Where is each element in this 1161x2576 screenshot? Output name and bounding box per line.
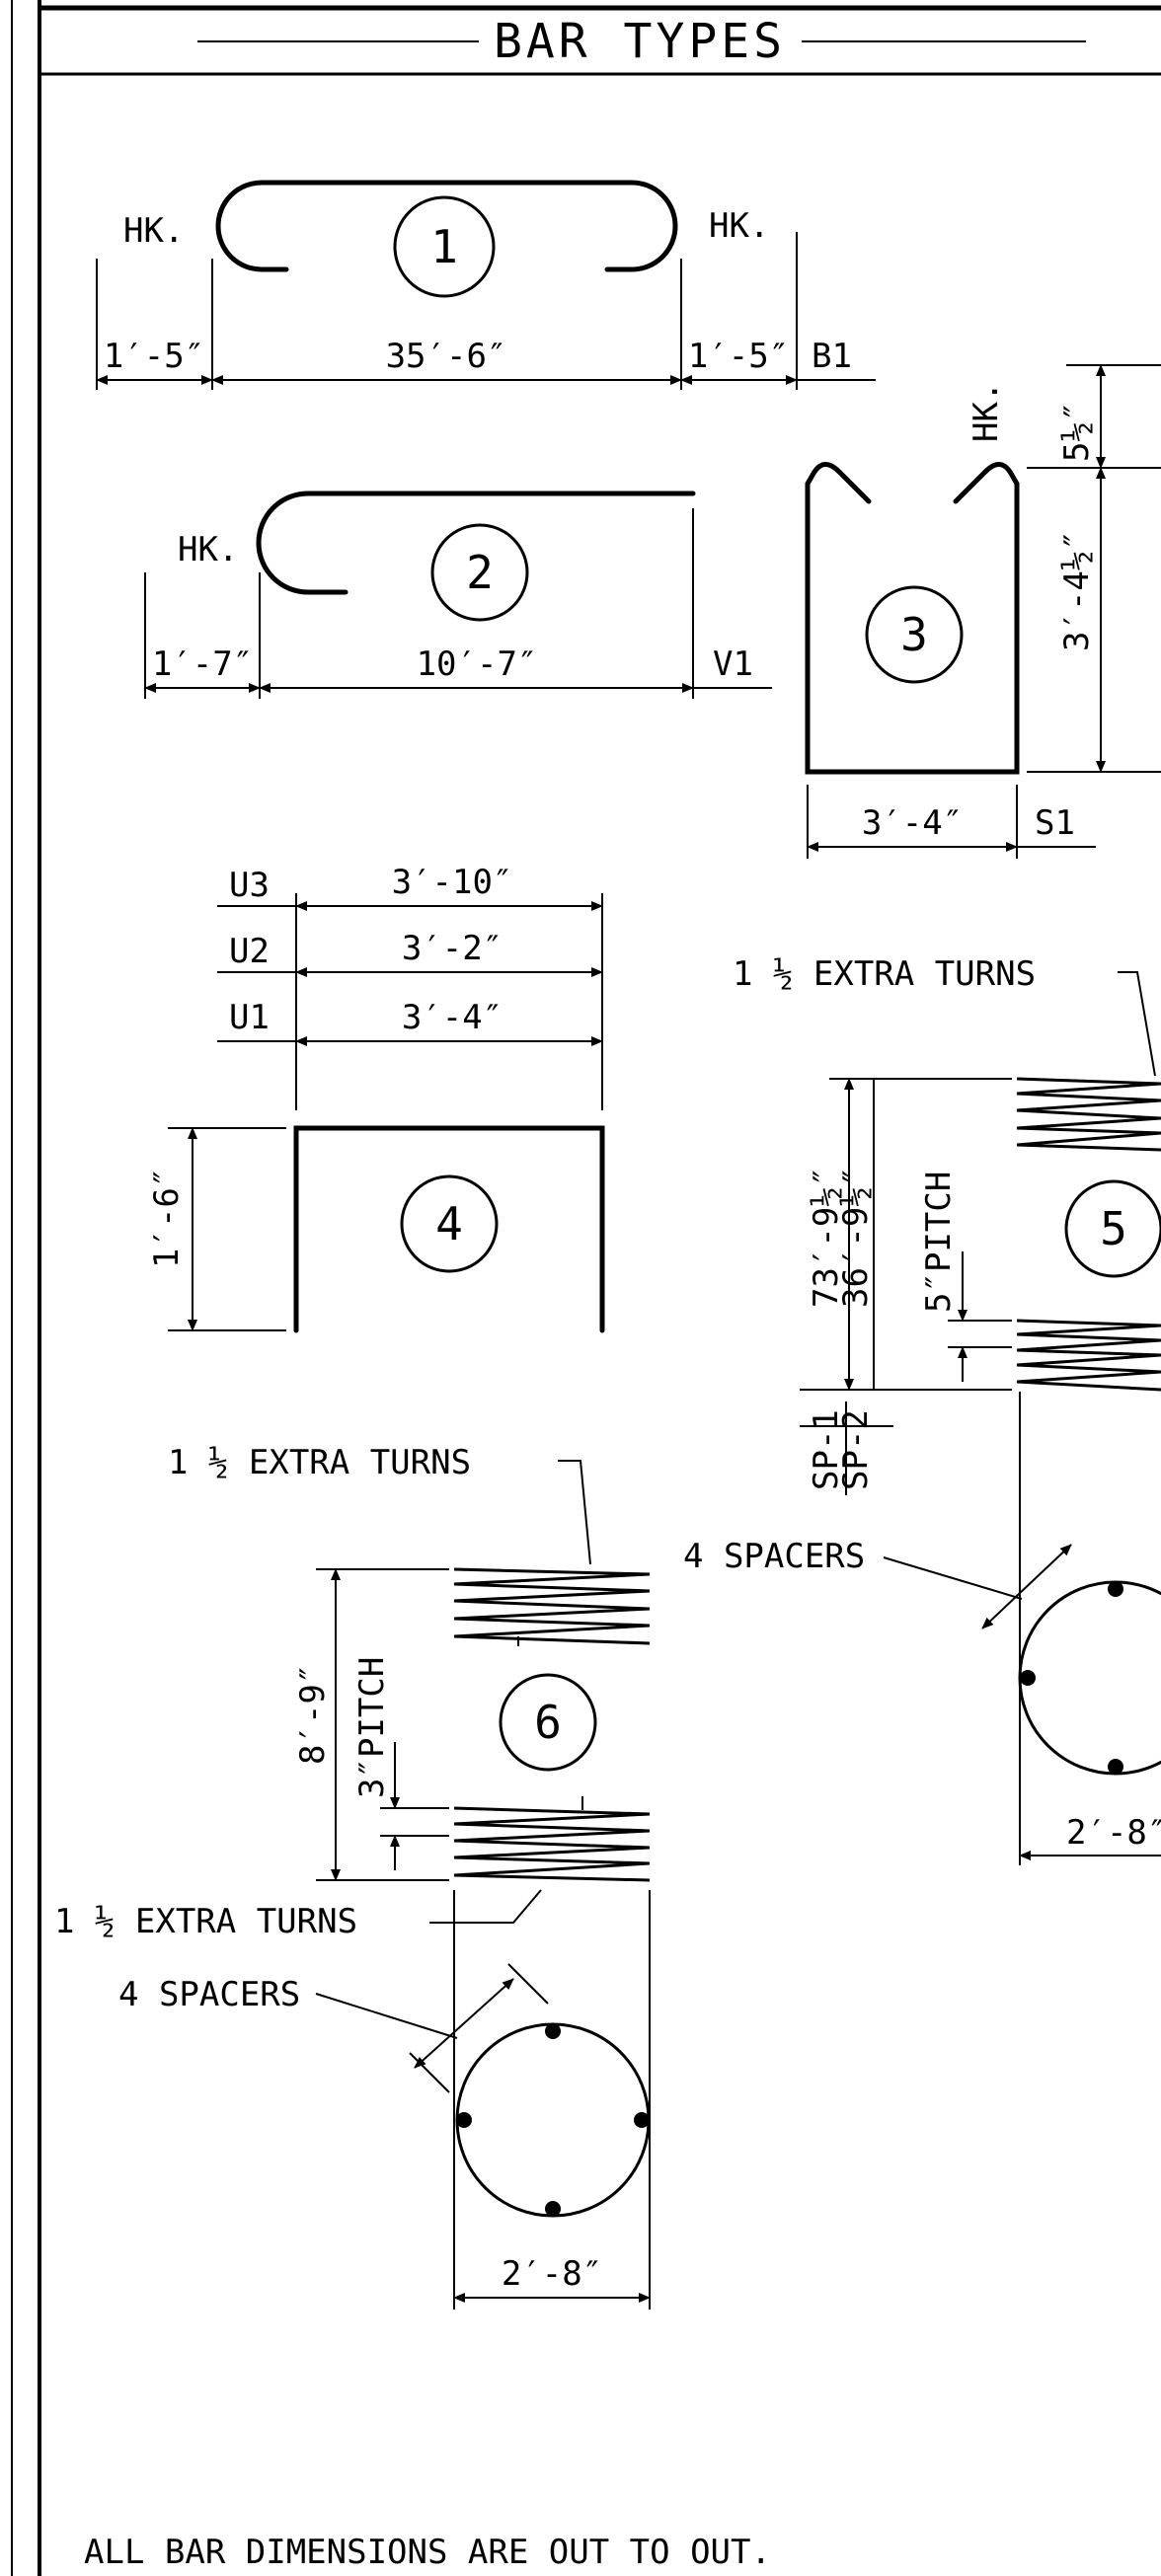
bar-1: 1 HK. HK. 1′-5″ 35′-6″ 1′-5″ B1	[96, 180, 876, 390]
bar-6-spacer-dim	[414, 1978, 514, 2069]
bar-6-spacer-dot-2	[456, 2112, 472, 2128]
bar-1-code: B1	[812, 337, 852, 376]
bar-6-extra-turns-top-leader	[558, 1460, 591, 1565]
general-note: ALL BAR DIMENSIONS ARE OUT TO OUT.	[84, 2533, 771, 2572]
bar-3-dim-height: 3′-4½″	[1057, 530, 1097, 651]
bar-6-spacer-dim-tick-2	[507, 1963, 549, 2005]
bar-5-coil-bottom	[1016, 1319, 1161, 1392]
bar-5-extra-turns: 1 ½ EXTRA TURNS	[733, 954, 1036, 994]
bar-2-mark: 2	[466, 546, 494, 599]
bar-3: 3 HK. 5½″ 3′-4½″ 3′-4″ S1	[805, 364, 1161, 859]
bar-4-width-u3: 3′-10″	[392, 863, 513, 902]
bar-2-mark-circle	[430, 523, 529, 622]
bar-4-code-u3: U3	[229, 866, 270, 905]
bar-2-dim-mid: 10′-7″	[417, 644, 538, 684]
bar-6-mark: 6	[534, 1696, 562, 1749]
bar-2-code: V1	[713, 644, 753, 684]
bar-6-section-circle	[455, 2022, 651, 2218]
bar-5-pitch: 5″PITCH	[919, 1172, 959, 1313]
bar-5-spacers-leader	[883, 1556, 1023, 1600]
bar-3-mark: 3	[900, 608, 928, 661]
bar-4: U3 U2 U1 3′-10″ 3′-2″ 3′-4″ 4 1′-6″	[147, 863, 605, 1333]
bar-3-dim-width: 3′-4″	[862, 803, 963, 843]
bar-6-spacers: 4 SPACERS	[118, 1975, 300, 2014]
bar-4-width-u1: 3′-4″	[402, 998, 503, 1037]
bar-1-dim-left: 1′-5″	[104, 337, 204, 376]
bar-5-code-2: SP-2	[836, 1409, 876, 1490]
bar-1-dim-right: 1′-5″	[688, 337, 789, 376]
bar-1-hook-right: HK.	[709, 206, 769, 246]
bar-1-mark: 1	[430, 220, 458, 273]
bar-5-code-1: SP-1	[807, 1409, 846, 1490]
bar-5-diameter: 2′-8″	[1066, 1813, 1161, 1853]
bar-6-diameter: 2′-8″	[502, 2254, 602, 2294]
bar-5: 1 ½ EXTRA TURNS 73′-9½″ 36′-9½″ 5″PITCH …	[683, 954, 1161, 1865]
bar-5-spacers: 4 SPACERS	[683, 1537, 865, 1576]
bar-1-hook-left: HK.	[123, 211, 184, 251]
bar-4-mark: 4	[435, 1197, 463, 1250]
bar-5-spacer-dot-3	[1108, 1759, 1123, 1775]
bar-5-section-circle	[1018, 1580, 1161, 1776]
bar-5-coil-top	[1016, 1077, 1161, 1152]
bar-4-width-u2: 3′-2″	[402, 929, 503, 968]
bar-6-spacers-leader	[315, 1993, 458, 2039]
bar-5-dim-sp1: 73′-9½″	[807, 1167, 846, 1308]
bar-5-spacer-dot-1	[1108, 1581, 1123, 1597]
bar-3-mark-circle	[865, 585, 964, 684]
bar-2-dim-left: 1′-7″	[152, 644, 253, 684]
bar-5-mark-circle	[1064, 1179, 1161, 1278]
bar-6-extra-turns-bottom: 1 ½ EXTRA TURNS	[54, 1902, 357, 1941]
bar-3-hook: HK.	[967, 382, 1006, 442]
title: BAR TYPES	[494, 14, 786, 69]
bar-2-shape	[256, 491, 696, 595]
bar-4-mark-circle	[400, 1174, 499, 1273]
bar-1-mark-circle	[393, 195, 496, 298]
bar-5-spacer-dot-2	[1020, 1670, 1036, 1686]
bar-6-extra-turns-bottom-leader	[429, 1889, 542, 1924]
bar-3-shape	[805, 462, 1020, 775]
bar-6-length: 8′-9″	[293, 1664, 333, 1765]
bar-4-code-u1: U1	[229, 998, 270, 1037]
bar-1-dim-mid: 35′-6″	[386, 337, 507, 376]
bar-2: 2 HK. 1′-7″ 10′-7″ V1	[144, 491, 772, 699]
bar-2-hook: HK.	[178, 530, 238, 569]
bar-6-spacer-dim-tick-1	[409, 2052, 450, 2093]
bar-5-dim-sp2: 36′-9½″	[836, 1167, 876, 1308]
bar-4-height: 1′-6″	[147, 1168, 187, 1268]
bar-6-spacer-dot-1	[545, 2023, 561, 2039]
bar-5-extra-turns-leader	[1118, 971, 1156, 1077]
bar-6-spacer-dot-3	[634, 2112, 650, 2128]
bar-6-pitch: 3″PITCH	[352, 1657, 392, 1798]
bar-3-dim-hook: 5½″	[1057, 402, 1097, 462]
bar-6: 1 ½ EXTRA TURNS 8′-9″ 3″PITCH 6 1 ½ EXTR…	[54, 1443, 651, 2310]
bar-4-code-u2: U2	[229, 932, 270, 971]
bar-6-mark-circle	[499, 1673, 597, 1772]
bar-1-shape	[215, 180, 678, 272]
bar-5-spacer-dim	[981, 1544, 1072, 1629]
bar-6-coil-bottom	[453, 1806, 651, 1882]
bar-3-code: S1	[1035, 803, 1075, 843]
bar-5-mark: 5	[1100, 1202, 1127, 1255]
bar-6-spacer-dot-4	[545, 2201, 561, 2217]
bar-4-shape	[293, 1125, 605, 1333]
bar-6-extra-turns-top: 1 ½ EXTRA TURNS	[168, 1443, 471, 1482]
bar-6-coil-top	[453, 1567, 651, 1645]
